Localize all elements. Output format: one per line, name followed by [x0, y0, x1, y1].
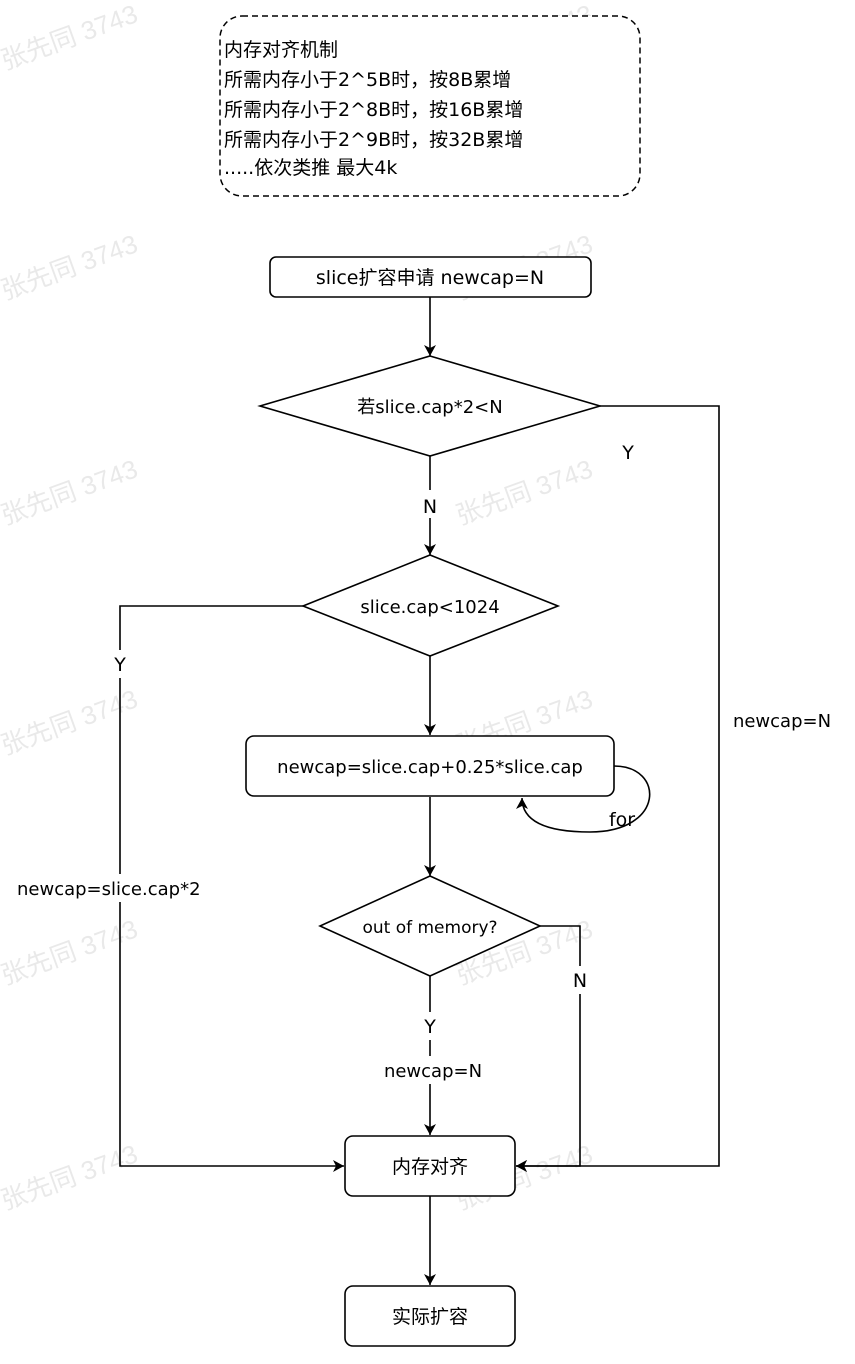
edge-double-yes	[516, 405, 720, 1172]
note-line: 所需内存小于2^9B时，按32B累增	[224, 129, 523, 151]
edge-label-left-newcap: newcap=slice.cap*2	[17, 879, 201, 900]
watermark: 张先同 3743	[452, 454, 597, 531]
start-node-label: slice扩容申请 newcap=N	[316, 267, 544, 289]
final-node-label: 实际扩容	[392, 1306, 468, 1328]
grow-node	[245, 735, 615, 797]
edge-label-right-newcap: newcap=N	[733, 711, 831, 732]
watermark: 张先同 3743	[0, 454, 142, 531]
note-line: .....依次类推 最大4k	[224, 157, 397, 179]
note-line: 所需内存小于2^8B时，按16B累增	[224, 99, 523, 121]
edge-label-double-no: N	[423, 496, 437, 518]
edge-oom-no	[516, 925, 581, 1172]
decision-oom	[318, 875, 542, 977]
grow-node-label: newcap=slice.cap+0.25*slice.cap	[277, 757, 583, 778]
edge-label-1024-yes: Y	[113, 654, 126, 676]
note-line: 内存对齐机制	[224, 39, 338, 61]
edge-label-oom-yes: Y	[423, 1016, 436, 1038]
decision-1024	[300, 554, 561, 657]
align-node-label: 内存对齐	[392, 1156, 468, 1178]
watermark: 张先同 3743	[0, 229, 142, 306]
edge-label-oom-no: N	[573, 970, 587, 992]
decision-double-label: 若slice.cap*2<N	[357, 397, 502, 418]
edge-label-loop-for: for	[609, 809, 635, 831]
watermark: 张先同 3743	[0, 0, 142, 76]
edge-label-oom-newcap: newcap=N	[384, 1061, 482, 1082]
note-box	[219, 15, 641, 197]
decision-1024-label: slice.cap<1024	[360, 597, 499, 618]
edge-label-double-yes: Y	[621, 442, 634, 464]
final-node	[344, 1285, 516, 1347]
edge-grow-loop	[516, 765, 651, 833]
align-node	[344, 1135, 516, 1197]
decision-oom-label: out of memory?	[362, 918, 497, 938]
decision-double	[257, 355, 603, 457]
note-line: 所需内存小于2^5B时，按8B累增	[224, 69, 511, 91]
start-node	[269, 256, 592, 298]
